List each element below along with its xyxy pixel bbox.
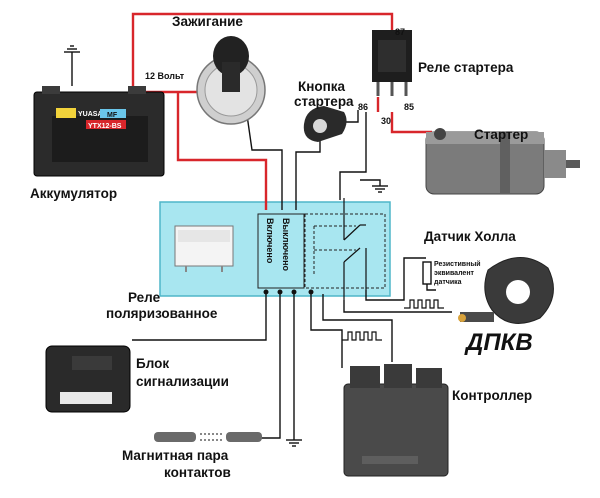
relay-pin-86: 86 [358, 102, 368, 112]
label-resistive-3: датчика [434, 279, 462, 286]
label-magnetic-pair-1: Магнитная пара [122, 448, 229, 463]
alarm-unit [45, 345, 131, 413]
relay-pin-85: 85 [404, 102, 414, 112]
label-starter-relay: Реле стартера [418, 60, 514, 75]
label-starter: Стартер [474, 127, 528, 142]
starter-relay [372, 30, 412, 96]
battery-brand: YUASA [78, 111, 103, 118]
label-crank-sensor: ДПКВ [464, 329, 533, 356]
label-alarm-2: сигнализации [136, 374, 229, 389]
relay-contacts-box [304, 213, 386, 289]
label-controller: Контроллер [452, 388, 532, 403]
battery-model: YTX12-BS [88, 123, 122, 130]
battery-type: MF [107, 112, 118, 119]
label-relay-off: Выключено [281, 218, 291, 272]
label-alarm-1: Блок [136, 356, 169, 371]
label-magnetic-pair-2: контактов [164, 465, 231, 480]
label-resistive-2: эквивалент [434, 270, 475, 277]
relay-component-photo [174, 225, 234, 272]
label-resistive-1: Резистивный [434, 260, 481, 268]
hall-sensor [458, 257, 554, 324]
hall-pulse-signal [404, 299, 444, 309]
label-battery: Аккумулятор [30, 186, 117, 201]
label-relay-2: поляризованное [106, 306, 218, 321]
label-starter-button-2: стартера [294, 94, 354, 109]
label-voltage: 12 Вольт [145, 71, 185, 81]
relay-coil-box [257, 213, 305, 289]
label-relay-on: Включено [265, 218, 275, 264]
label-ignition: Зажигание [172, 14, 243, 29]
starter-motor [425, 128, 580, 195]
controller-pulse-signal [342, 331, 382, 341]
controller-ecu [343, 364, 449, 477]
label-hall-sensor: Датчик Холла [424, 229, 516, 244]
magnetic-contact-pair [154, 432, 262, 442]
ignition-switch [196, 36, 266, 125]
relay-pin-87: 87 [395, 27, 405, 37]
signal-wires [64, 45, 452, 447]
battery: YUASA MF YTX12-BS [33, 86, 165, 177]
label-relay-1: Реле [128, 290, 161, 305]
starter-button [303, 106, 347, 142]
label-starter-button-1: Кнопка [298, 79, 346, 94]
relay-pin-30: 30 [381, 116, 391, 126]
